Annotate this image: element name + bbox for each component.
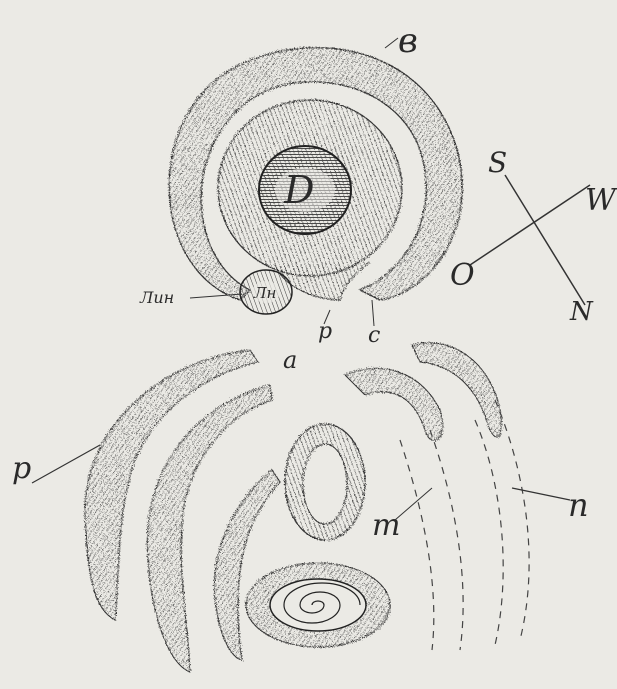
compass-ew-line	[470, 185, 590, 265]
label-left-arms: p	[12, 451, 31, 486]
label-mouth-a: a	[283, 346, 297, 374]
compass-north: N	[569, 297, 594, 327]
label-small-body: Лн	[253, 284, 276, 302]
pointer-top	[385, 38, 398, 48]
label-small-body-side: Лин	[139, 288, 174, 307]
label-top: в	[398, 21, 418, 61]
label-mouth-c: c	[368, 323, 380, 348]
compass	[470, 175, 590, 305]
compass-ns-line	[505, 175, 585, 305]
label-core: D	[283, 168, 314, 212]
label-center-oval: m	[372, 508, 400, 543]
label-right-arms: n	[568, 486, 589, 524]
spiral-disc	[246, 563, 390, 647]
pointer-center-oval	[395, 488, 432, 520]
compass-east: O	[450, 258, 475, 293]
right-arms-dashed	[400, 400, 529, 650]
compass-west: W	[585, 183, 617, 218]
left-arms	[85, 350, 280, 672]
center-oval	[285, 424, 365, 540]
pointer-right-arms	[512, 488, 570, 500]
compass-south: S	[488, 146, 507, 179]
